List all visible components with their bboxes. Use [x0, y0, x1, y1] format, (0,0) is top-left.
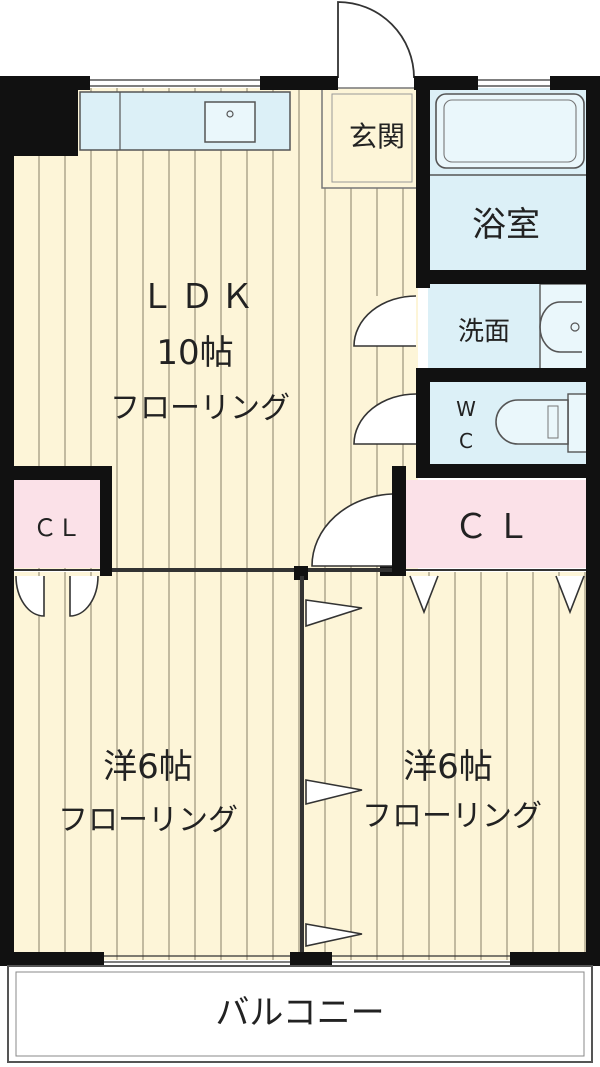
closet-right [404, 480, 588, 568]
washroom-label: 洗面 [458, 317, 510, 347]
room-right-size-label: 洋6帖 [403, 747, 493, 787]
balcony-label: バルコニー [215, 993, 384, 1033]
door-swings [15, 295, 585, 947]
closet-left [14, 480, 100, 568]
bathtub-icon [435, 93, 585, 169]
wc-bottom-label: C [459, 429, 473, 453]
walls [0, 76, 600, 966]
kitchen-counter [79, 91, 291, 151]
ldk-floor-label: フローリング [110, 391, 290, 426]
entrance-label: 玄関 [349, 120, 405, 153]
bath-label: 浴室 [472, 205, 540, 245]
entrance-floor [321, 87, 419, 189]
closet-right-label: ＣＬ [454, 507, 538, 547]
entrance-door-swing [337, 1, 415, 79]
wc-top-label: W [456, 397, 476, 421]
ldk-size-label: 10帖 [156, 333, 233, 373]
closet-left-label: ＣＬ [33, 514, 81, 542]
room-right-floor [302, 572, 588, 960]
windows [90, 79, 550, 963]
toilet-icon [495, 399, 569, 445]
wash-basin-icon [539, 301, 582, 353]
ldk-name-label: ＬＤＫ [140, 277, 260, 317]
room-left-floor-label: フローリング [58, 803, 238, 838]
room-left-floor [14, 572, 302, 960]
room-right-floor-label: フローリング [362, 799, 542, 834]
kitchen-sink-icon [204, 101, 256, 143]
room-left-size-label: 洋6帖 [103, 747, 193, 787]
balcony [7, 965, 593, 1063]
